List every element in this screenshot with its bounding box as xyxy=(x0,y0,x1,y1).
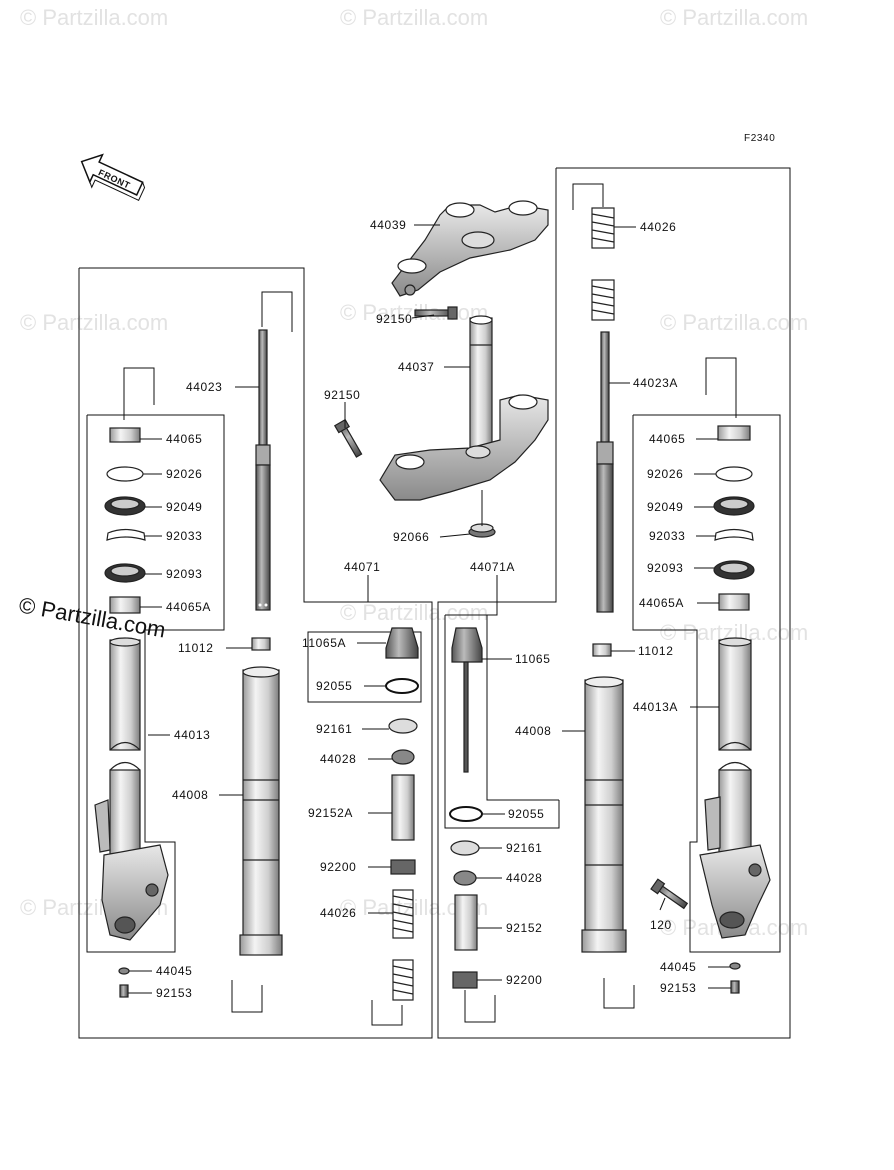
label-92026-right: 92026 xyxy=(647,467,683,481)
bolt-92150-upper xyxy=(414,306,458,320)
watermark-text: © Partzilla.com xyxy=(20,5,168,30)
inner-tube-right xyxy=(581,643,635,1009)
label-120: 120 xyxy=(650,918,672,932)
label-92049-left: 92049 xyxy=(166,500,202,514)
label-92033-left: 92033 xyxy=(166,529,202,543)
label-44039: 44039 xyxy=(370,218,406,232)
upper-triple-clamp xyxy=(391,200,549,297)
label-44008-right: 44008 xyxy=(515,724,551,738)
front-arrow-icon: FRONT xyxy=(80,153,146,201)
label-44026-right: 44026 xyxy=(640,220,676,234)
watermark-text: © Partzilla.com xyxy=(660,5,808,30)
spring-left xyxy=(392,889,414,1001)
watermark-text: © Partzilla.com xyxy=(340,300,488,325)
seal-92066 xyxy=(468,523,496,538)
label-44065-left: 44065 xyxy=(166,432,202,446)
label-44023A: 44023A xyxy=(633,376,678,390)
cartridge-left xyxy=(371,627,419,1026)
label-44013A: 44013A xyxy=(633,700,678,714)
label-11012-left: 11012 xyxy=(178,641,213,655)
drain-bolt-left xyxy=(118,967,130,998)
lower-triple-clamp xyxy=(379,394,549,501)
label-44037: 44037 xyxy=(398,360,434,374)
label-11012-right: 11012 xyxy=(638,644,673,658)
cartridge-right xyxy=(449,627,496,1023)
bolt-92150-lower xyxy=(333,418,363,458)
label-92200-right: 92200 xyxy=(506,973,542,987)
label-92200-left: 92200 xyxy=(320,860,356,874)
label-92049-right: 92049 xyxy=(647,500,683,514)
label-92093-left: 92093 xyxy=(166,567,202,581)
right-seal-stack xyxy=(705,357,755,611)
outer-tube-right xyxy=(699,637,771,939)
outer-tube-left xyxy=(94,637,169,941)
label-44008-left: 44008 xyxy=(172,788,208,802)
label-44026-left: 44026 xyxy=(320,906,356,920)
callouts: 44039 92150 44037 92150 92066 44023 4406… xyxy=(128,218,731,1000)
watermark-text: © Partzilla.com xyxy=(660,310,808,335)
label-92055-left: 92055 xyxy=(316,679,352,693)
drain-bolt-right xyxy=(729,962,741,994)
label-44065-right: 44065 xyxy=(649,432,685,446)
label-44023: 44023 xyxy=(186,380,222,394)
label-92161-left: 92161 xyxy=(316,722,352,736)
label-44045-left: 44045 xyxy=(156,964,192,978)
label-44071A: 44071A xyxy=(470,560,515,574)
label-92153-right: 92153 xyxy=(660,981,696,995)
label-44028-left: 44028 xyxy=(320,752,356,766)
watermark-text: © Partzilla.com xyxy=(20,310,168,335)
label-92093-right: 92093 xyxy=(647,561,683,575)
spring-right xyxy=(572,183,615,321)
label-44071: 44071 xyxy=(344,560,380,574)
watermark-text: © Partzilla.com xyxy=(340,600,488,625)
label-92055-right: 92055 xyxy=(508,807,544,821)
damper-rod-right xyxy=(596,331,614,613)
inner-tube-left xyxy=(231,637,283,1013)
diagram-code: F2340 xyxy=(744,133,775,144)
label-44065A-left: 44065A xyxy=(166,600,211,614)
label-92152A: 92152A xyxy=(308,806,353,820)
label-11065A: 11065A xyxy=(302,636,346,650)
label-92033-right: 92033 xyxy=(649,529,685,543)
left-seal-stack xyxy=(104,367,155,614)
label-44065A-right: 44065A xyxy=(639,596,684,610)
label-92161-right: 92161 xyxy=(506,841,542,855)
label-44045-right: 44045 xyxy=(660,960,696,974)
frame-lines xyxy=(78,167,791,1039)
label-44013: 44013 xyxy=(174,728,210,742)
label-92150-upper: 92150 xyxy=(376,312,412,326)
label-92152: 92152 xyxy=(506,921,542,935)
label-92153-left: 92153 xyxy=(156,986,192,1000)
label-92066: 92066 xyxy=(393,530,429,544)
bolt-120 xyxy=(650,878,689,910)
steering-stem xyxy=(469,315,493,449)
watermark-text: © Partzilla.com xyxy=(340,5,488,30)
label-11065: 11065 xyxy=(515,652,550,666)
label-92150-lower: 92150 xyxy=(324,388,360,402)
label-44028-right: 44028 xyxy=(506,871,542,885)
damper-rod-left xyxy=(255,291,293,611)
label-92026-left: 92026 xyxy=(166,467,202,481)
